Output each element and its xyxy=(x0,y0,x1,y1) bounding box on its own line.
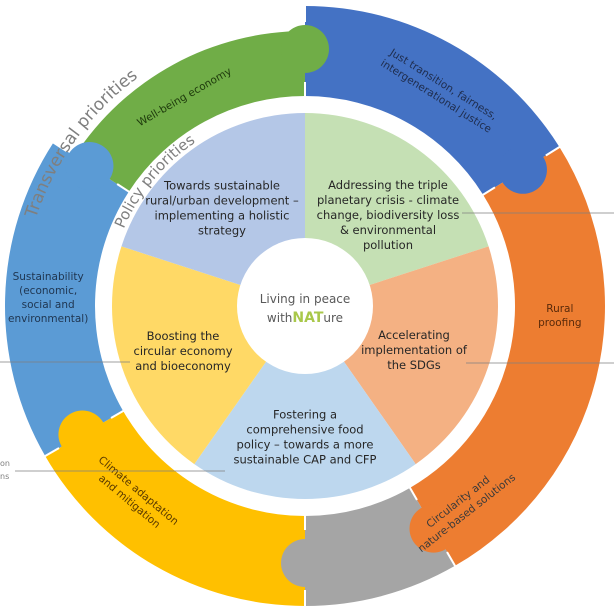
segment-separator xyxy=(52,141,68,153)
puzzle-knob xyxy=(409,504,458,553)
segment-separator xyxy=(446,551,457,568)
label-line: proofing xyxy=(538,317,582,329)
segment-separator xyxy=(43,447,60,458)
segment-shape xyxy=(305,6,560,195)
segment-separator xyxy=(110,409,125,419)
label-line: Fostering a xyxy=(273,408,337,422)
label-line: circular economy xyxy=(134,344,233,358)
segment-shape xyxy=(410,147,605,566)
label-line: and bioeconomy xyxy=(135,359,231,373)
label-line: Rural xyxy=(546,303,573,315)
segment-separator xyxy=(408,486,418,501)
label-line: Towards sustainable xyxy=(163,179,280,193)
center-line-2-accent: NAT xyxy=(292,310,323,326)
label-line: (economic, xyxy=(19,285,77,297)
transversal-label-sustainability: Sustainability (economic, social and enviro… xyxy=(8,271,88,325)
label-line: implementing a holistic xyxy=(155,209,290,223)
puzzle-knob xyxy=(58,410,107,459)
segment-shape xyxy=(194,306,416,499)
segment-separator xyxy=(545,145,561,157)
label-line: policy – towards a more xyxy=(237,438,374,452)
label-line: social and xyxy=(22,299,75,311)
svg-text:Living in peace: Living in peace xyxy=(260,292,351,306)
puzzle-knob xyxy=(498,145,547,194)
label-line: Sustainability xyxy=(13,271,84,283)
center-line-2-suffix: ure xyxy=(323,311,343,325)
label-line: implementation of xyxy=(361,343,468,357)
segment-separator xyxy=(481,186,496,197)
center-circle: Living in peace withNATure xyxy=(237,238,373,374)
label-line: Boosting the xyxy=(147,329,220,343)
label-line: change, biodiversity loss xyxy=(317,208,460,222)
puzzle-knob xyxy=(65,142,114,191)
leader-lines xyxy=(0,212,614,472)
label-line: environmental) xyxy=(8,313,88,325)
puzzle-knob xyxy=(281,539,329,587)
cropped-text-line-2: ns xyxy=(0,472,9,481)
cropped-side-text: on ns xyxy=(0,459,10,481)
cropped-text-line-1: on xyxy=(0,459,10,468)
transversal-segment-climate-adaptation xyxy=(45,411,305,606)
label-line: & environmental xyxy=(340,223,436,237)
svg-text:withNATure: withNATure xyxy=(267,310,343,326)
label-line: sustainable CAP and CFP xyxy=(234,453,377,467)
label-line: Accelerating xyxy=(378,328,450,342)
segment-shape xyxy=(5,142,129,457)
center-line-2-prefix: with xyxy=(267,311,292,325)
transversal-label-rural-proofing: Rural proofing xyxy=(538,303,582,329)
segment-shape xyxy=(45,411,305,606)
label-line: rural/urban development – xyxy=(145,194,299,208)
transversal-segment-sustainability xyxy=(5,142,129,457)
label-line: Addressing the triple xyxy=(328,178,448,192)
label-line: comprehensive food xyxy=(246,423,363,437)
label-line: the SDGs xyxy=(387,358,441,372)
segment-shape xyxy=(74,31,305,192)
label-line: planetary crisis - climate xyxy=(317,193,459,207)
transversal-segment-rural-proofing xyxy=(410,147,605,566)
center-line-1: Living in peace xyxy=(260,292,351,306)
puzzle-knob xyxy=(281,25,329,73)
segment-separator xyxy=(116,183,131,194)
label-line: pollution xyxy=(363,238,413,252)
transversal-segment-just-transition xyxy=(305,6,560,195)
label-line: strategy xyxy=(198,224,246,238)
transversal-segment-well-being-economy xyxy=(74,31,305,192)
